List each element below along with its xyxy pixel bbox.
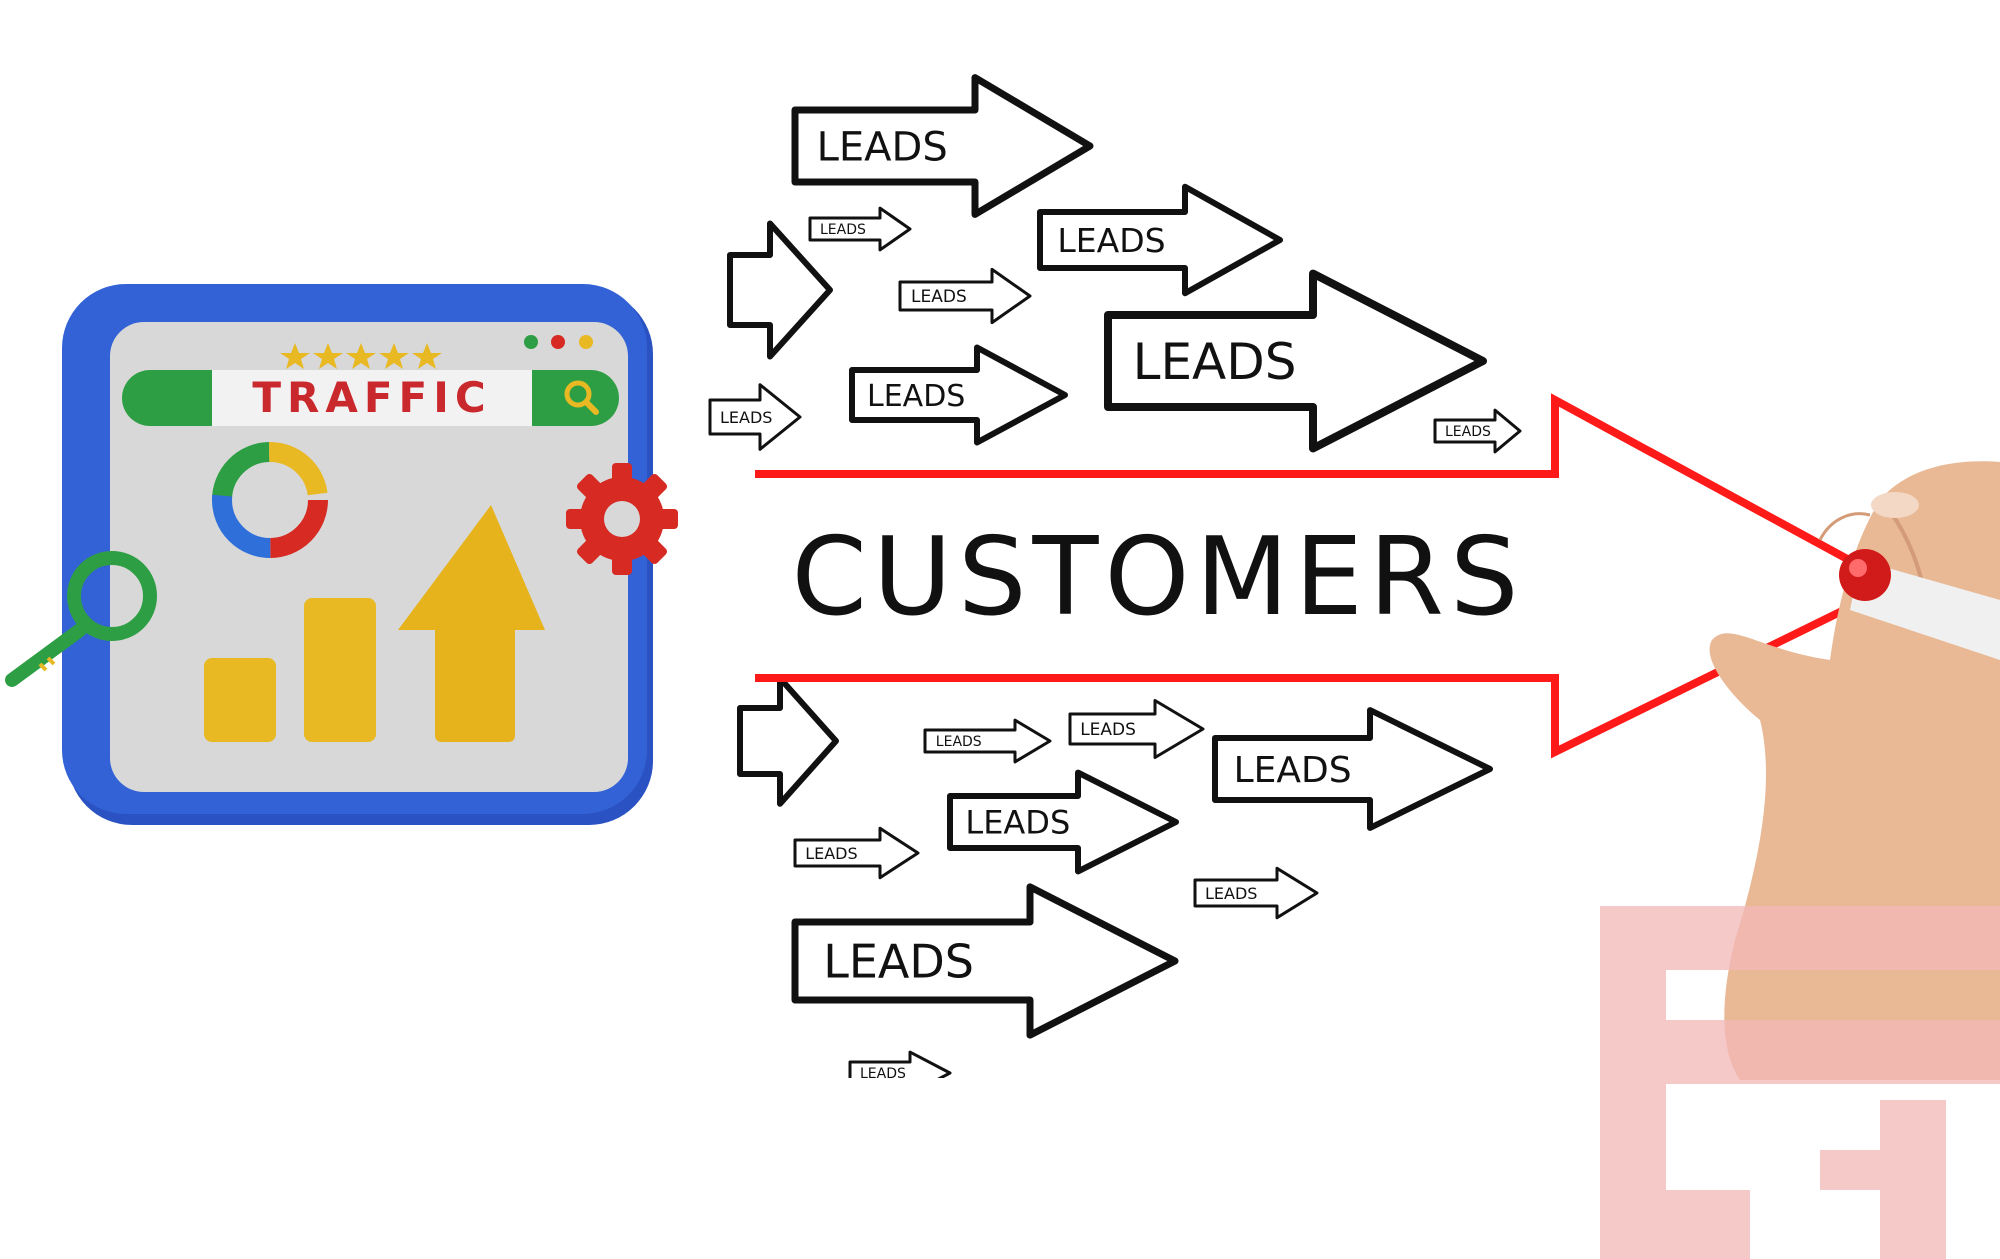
leads-label: LEADS <box>965 804 1070 842</box>
leads-label: LEADS <box>936 734 982 750</box>
marker-icon <box>1839 549 2000 660</box>
leads-arrow <box>737 675 839 807</box>
leads-label: LEADS <box>805 844 857 863</box>
leads-arrow-outline <box>791 883 1179 1039</box>
window-dot-green-icon <box>524 335 538 349</box>
leads-arrow-outline <box>793 826 920 880</box>
leads-arrow: LEADS <box>791 883 1179 1039</box>
leads-label: LEADS <box>823 935 974 989</box>
bar-medium <box>304 598 376 742</box>
leads-arrow-outline <box>808 206 912 252</box>
leads-arrow: LEADS <box>1212 707 1493 831</box>
window-dot-red-icon <box>551 335 565 349</box>
leads-label: LEADS <box>1445 424 1491 440</box>
leads-arrow-outline <box>1104 269 1487 453</box>
leads-arrow: LEADS <box>923 718 1052 764</box>
leads-arrow: LEADS <box>1037 183 1283 297</box>
leads-arrow: LEADS <box>1104 269 1487 453</box>
leads-arrow <box>727 220 833 360</box>
search-bar-field <box>212 370 532 426</box>
leads-arrow-outline <box>923 718 1052 764</box>
lower-whitespace <box>750 1078 1600 1259</box>
gear-icon[interactable] <box>566 463 678 575</box>
leads-arrow-outline <box>737 675 839 807</box>
leads-label: LEADS <box>1080 720 1136 740</box>
leads-arrow: LEADS <box>808 206 912 252</box>
bar-chart-icon <box>204 598 376 742</box>
leads-arrow: LEADS <box>1433 408 1522 454</box>
leads-label: LEADS <box>1057 221 1165 260</box>
leads-arrow: LEADS <box>947 769 1179 875</box>
leads-label: LEADS <box>1205 884 1257 903</box>
leads-arrow: LEADS <box>898 267 1032 325</box>
leads-arrow-outline <box>791 74 1094 218</box>
leads-arrow-outline <box>947 769 1179 875</box>
leads-arrow: LEADS <box>793 826 920 880</box>
rating-stars <box>280 343 442 369</box>
leads-arrow-outline <box>1193 866 1319 920</box>
up-arrow-icon <box>398 505 545 742</box>
bar-small <box>204 658 276 742</box>
customers-label: CUSTOMERS <box>791 515 1524 640</box>
star-icon <box>412 343 442 369</box>
window-dot-yellow-icon <box>579 335 593 349</box>
customers-arrow: CUSTOMERS <box>755 393 1904 759</box>
donut-chart-icon <box>212 442 328 558</box>
star-icon <box>313 343 343 369</box>
fingernail <box>1871 492 1919 518</box>
leads-arrow: LEADS <box>1068 699 1205 759</box>
leads-arrow-outline <box>1037 183 1283 297</box>
leads-arrows: LEADS LEADS LEADS LEADS LEADS LEADS LEADS LEADS… <box>708 74 1522 1096</box>
search-icon[interactable] <box>564 380 599 415</box>
leads-label: LEADS <box>820 222 866 238</box>
star-icon <box>280 343 310 369</box>
leads-arrow-outline <box>1433 408 1522 454</box>
leads-arrow: LEADS <box>708 383 802 451</box>
leads-arrow-outline <box>727 220 833 360</box>
leads-label: LEADS <box>817 124 948 170</box>
leads-label: LEADS <box>1234 750 1352 791</box>
leads-label: LEADS <box>911 287 967 307</box>
leads-arrow-outline <box>898 267 1032 325</box>
leads-label: LEADS <box>867 379 965 414</box>
leads-arrow-outline <box>708 383 802 451</box>
leads-arrow-outline <box>1068 699 1205 759</box>
magnifier-icon <box>5 551 157 687</box>
leads-arrow: LEADS <box>849 344 1068 446</box>
star-icon <box>346 343 376 369</box>
star-icon <box>379 343 409 369</box>
leads-label: LEADS <box>1133 333 1297 391</box>
hand-with-marker <box>1709 461 2000 1080</box>
traffic-widget: TRAFFIC <box>5 284 678 825</box>
leads-arrow-outline <box>849 344 1068 446</box>
leads-label: LEADS <box>720 408 772 427</box>
leads-arrow: LEADS <box>1193 866 1319 920</box>
search-label: TRAFFIC <box>252 373 491 422</box>
leads-arrow: LEADS <box>791 74 1094 218</box>
search-bar[interactable]: TRAFFIC <box>122 370 619 426</box>
leads-arrow-outline <box>1212 707 1493 831</box>
brand-logo-icon <box>1600 906 2000 1259</box>
